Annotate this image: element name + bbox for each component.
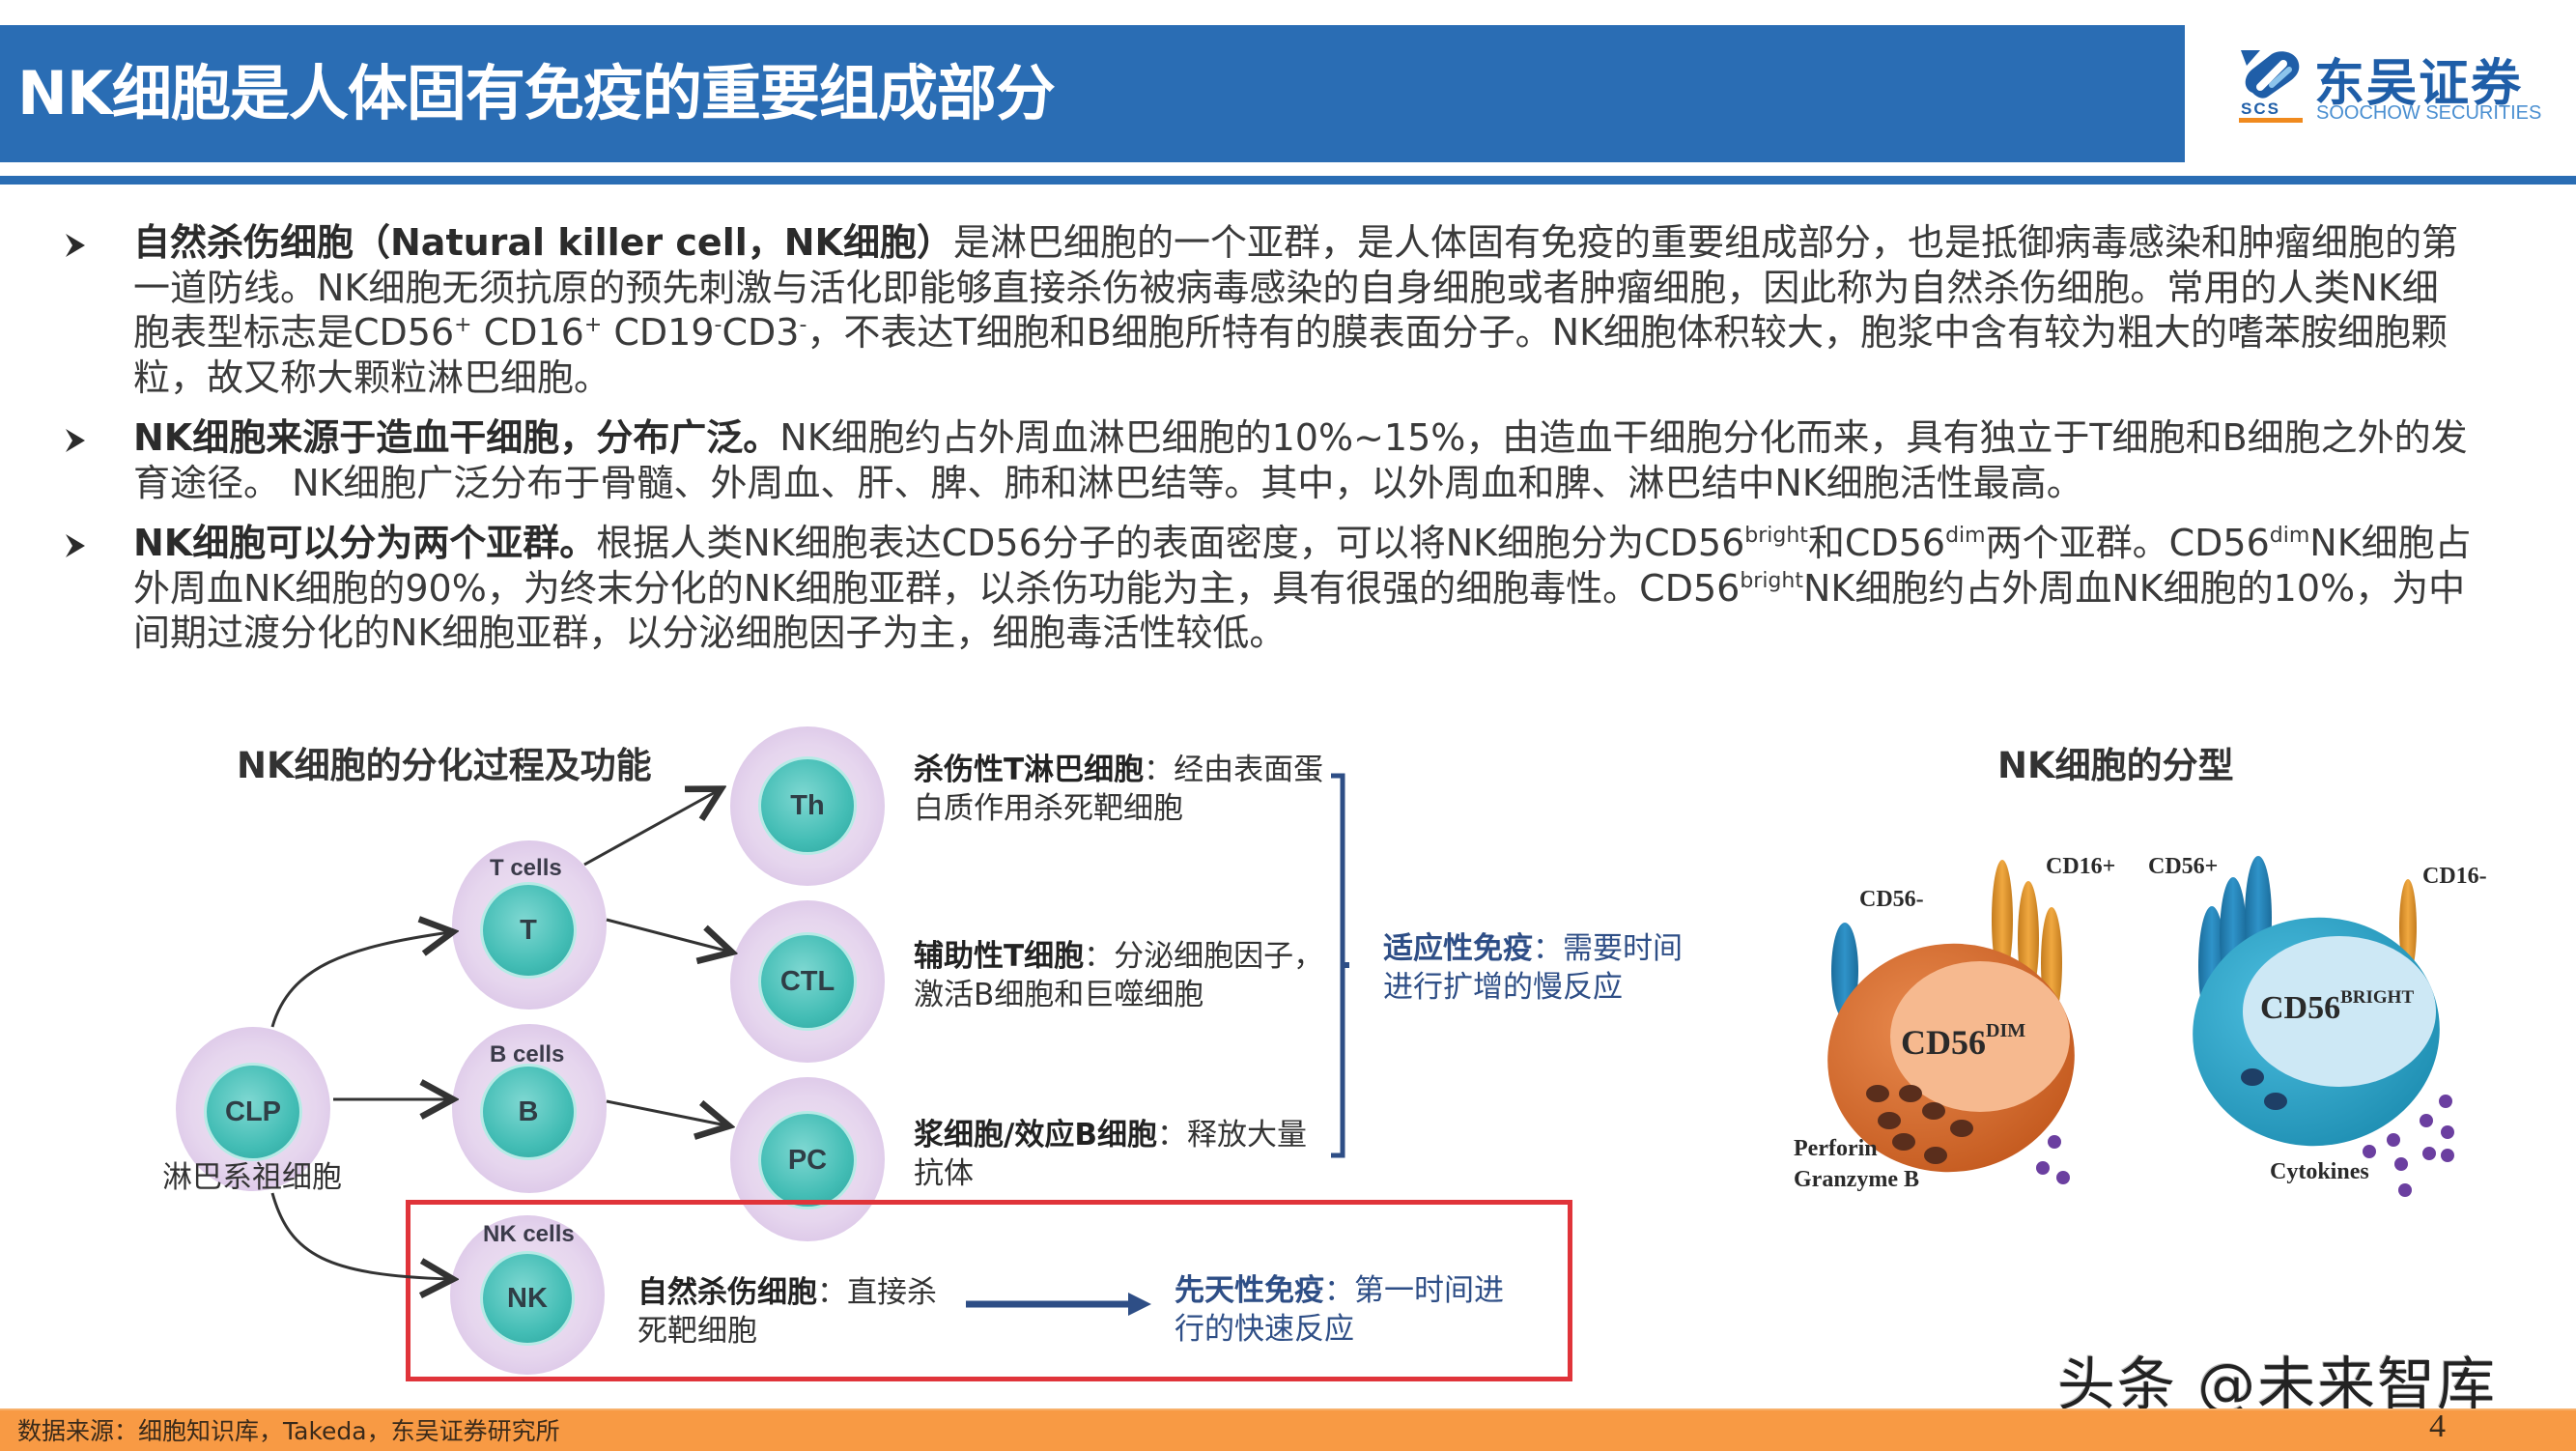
nk-highlight-box — [406, 1200, 1572, 1381]
nk-subtypes-title: NK细胞的分型 — [1997, 745, 2234, 786]
cytokines-label: Cytokines — [2270, 1159, 2369, 1184]
clp-caption: 淋巴系祖细胞 — [162, 1160, 342, 1195]
footer-bar — [0, 1408, 2576, 1451]
cd16-minus-label: CD16- — [2422, 864, 2487, 889]
helper-t-description: 辅助性T细胞：分泌细胞因子，激活B细胞和巨噬细胞 — [914, 939, 1324, 1012]
scs-logo-icon: SCS — [2239, 46, 2303, 123]
cd56-dim-label: CD56DIM — [1901, 1020, 2026, 1062]
header-divider — [0, 176, 2576, 185]
data-source: 数据来源：细胞知识库，Takeda，东吴证券研究所 — [17, 1417, 560, 1445]
nk-description: 自然杀伤细胞：直接杀死靶细胞 — [637, 1275, 937, 1349]
cd56-bright-label: CD56BRIGHT — [2260, 987, 2415, 1026]
cd56-minus-label: CD56- — [1859, 887, 1924, 912]
clp-nucleus: CLP — [207, 1066, 299, 1158]
bullet-list: 自然杀伤细胞（Natural killer cell，NK细胞）是淋巴细胞的一个… — [58, 220, 2473, 671]
cd56-plus-label: CD56+ — [2148, 854, 2219, 879]
t-cell: T — [452, 840, 607, 1010]
bullet-item: 自然杀伤细胞（Natural killer cell，NK细胞）是淋巴细胞的一个… — [58, 220, 2473, 400]
th-nucleus: Th — [761, 759, 854, 852]
pc-nucleus: PC — [761, 1114, 854, 1207]
logo-cn-text: 东吴证券 — [2314, 55, 2524, 113]
bullet-text: NK细胞可以分为两个亚群。根据人类NK细胞表达CD56分子的表面密度，可以将NK… — [133, 522, 2472, 654]
ctl-nucleus: CTL — [761, 935, 854, 1028]
bullet-item: NK细胞来源于造血干细胞，分布广泛。NK细胞约占外周血淋巴细胞的10%~15%，… — [58, 415, 2473, 505]
cd16-plus-label: CD16+ — [2046, 854, 2116, 879]
logo-en-text: SOOCHOW SECURITIES — [2316, 102, 2542, 124]
bullet-item: NK细胞可以分为两个亚群。根据人类NK细胞表达CD56分子的表面密度，可以将NK… — [58, 521, 2473, 656]
b-cell: B — [452, 1024, 607, 1193]
nk-cells-label: NK cells — [483, 1221, 575, 1247]
pc-cell: PC — [730, 1077, 885, 1241]
title-bar — [0, 25, 2185, 162]
b-cells-label: B cells — [490, 1041, 565, 1067]
page-title: NK细胞是人体固有免疫的重要组成部分 — [17, 58, 1056, 128]
ctl-cell: CTL — [730, 900, 885, 1063]
adaptive-immunity-label: 适应性免疫：需要时间进行扩增的慢反应 — [1383, 931, 1683, 1005]
bullet-text: 自然杀伤细胞（Natural killer cell，NK细胞）是淋巴细胞的一个… — [133, 221, 2459, 399]
clp-cell: CLP — [176, 1027, 330, 1191]
plasma-b-description: 浆细胞/效应B细胞：释放大量抗体 — [914, 1118, 1307, 1191]
t-nucleus: T — [483, 885, 574, 976]
t-cells-label: T cells — [490, 855, 562, 881]
th-cell: Th — [730, 726, 885, 886]
differentiation-diagram-title: NK细胞的分化过程及功能 — [237, 745, 652, 786]
company-logo: SCS 东吴证券 SOOCHOW SECURITIES — [2239, 46, 2548, 126]
nk-nucleus: NK — [483, 1254, 572, 1343]
innate-immunity-label: 先天性免疫：第一时间进行的快速反应 — [1175, 1273, 1504, 1347]
arrowhead-bullet-icon — [66, 429, 85, 452]
page-number: 4 — [2429, 1408, 2446, 1444]
granzyme-label: Granzyme B — [1794, 1167, 1919, 1192]
watermark: 头条 @未来智库 — [2057, 1351, 2498, 1419]
arrowhead-bullet-icon — [66, 234, 85, 257]
arrowhead-bullet-icon — [66, 534, 85, 557]
bullet-text: NK细胞来源于造血干细胞，分布广泛。NK细胞约占外周血淋巴细胞的10%~15%，… — [133, 416, 2468, 504]
cytotoxic-t-description: 杀伤性T淋巴细胞：经由表面蛋白质作用杀死靶细胞 — [914, 753, 1324, 826]
svg-text:SCS: SCS — [2241, 100, 2280, 118]
perforin-label: Perforin — [1794, 1136, 1878, 1161]
cd16-receptor-icon — [1992, 860, 2013, 980]
nk-cell: NK — [450, 1215, 605, 1375]
b-nucleus: B — [483, 1067, 574, 1157]
